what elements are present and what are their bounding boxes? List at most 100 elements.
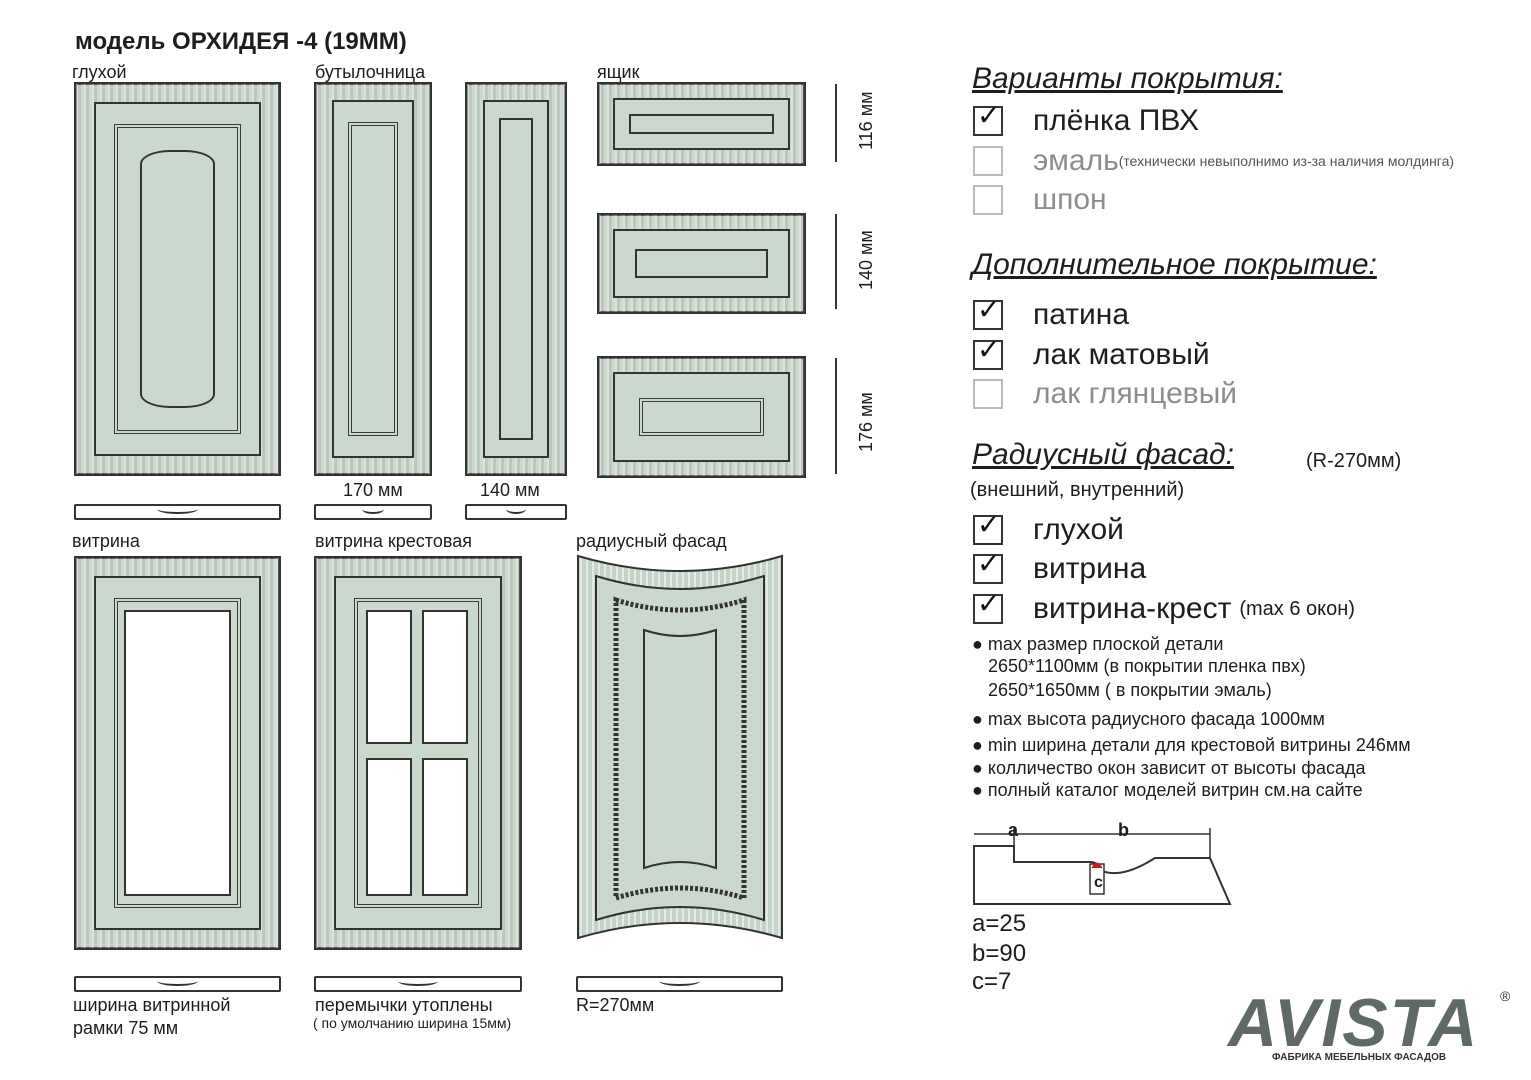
- coating-shpon-label: шпон: [1033, 183, 1107, 216]
- radius-option-krest[interactable]: ✓ витрина-крест (max 6 окон): [973, 590, 1355, 626]
- check-icon: ✓: [977, 100, 1001, 131]
- label-vitrina: витрина: [72, 531, 140, 551]
- profile-c-label: c: [1094, 874, 1103, 891]
- note-text: min ширина детали для крестовой витрины …: [987, 735, 1411, 755]
- dim-line-176: [835, 358, 837, 474]
- label-radius: радиусный фасад: [576, 531, 727, 551]
- profile-radius: [576, 976, 783, 992]
- extra-heading: Дополнительное покрытие:: [972, 248, 1377, 281]
- door-krest-glass-4: [422, 758, 468, 896]
- door-krest-glass-3: [366, 758, 412, 896]
- krest-note-1: перемычки утоплены: [315, 995, 493, 1015]
- brand-logo: AVISTA: [1228, 985, 1480, 1061]
- check-icon: ✓: [977, 334, 1001, 365]
- drawer-176-molding: [639, 398, 764, 436]
- radius-heading: Радиусный фасад:: [972, 438, 1234, 471]
- note-windows: ● колличество окон зависит от высоты фас…: [972, 758, 1366, 778]
- drawer-116-center: [629, 114, 774, 134]
- krest-note-2: ( по умолчанию ширина 15мм): [313, 1015, 512, 1031]
- brand-reg: ®: [1500, 988, 1511, 1004]
- drawer-140: [597, 213, 806, 314]
- coating-pvh-label: плёнка ПВХ: [1033, 104, 1200, 137]
- height-176: 176 мм: [856, 392, 876, 452]
- door-radius: [577, 554, 783, 940]
- note-text: полный каталог моделей витрин см.на сайт…: [987, 780, 1363, 800]
- radius-heading-note: (R-270мм): [1306, 450, 1402, 472]
- coating-shpon-checkbox[interactable]: [973, 185, 1003, 215]
- door-krest-frame: [334, 576, 502, 930]
- extra-option-patina[interactable]: ✓ патина: [973, 296, 1130, 332]
- coating-emal-label: эмаль: [1033, 144, 1119, 177]
- radius-option-gluhoy[interactable]: ✓ глухой: [973, 511, 1124, 547]
- door-butyl-140-center: [499, 118, 533, 440]
- note-size-emal: 2650*1650мм ( в покрытии эмаль): [988, 680, 1272, 700]
- height-116: 116 мм: [856, 91, 876, 150]
- dim-line-116: [835, 84, 837, 162]
- label-gluhoy: глухой: [72, 62, 127, 82]
- coating-option-emal[interactable]: эмаль (технически невыполнимо из-за нали…: [973, 144, 1454, 178]
- door-vitrina-glass: [124, 610, 231, 896]
- label-vitrina-krest: витрина крестовая: [315, 531, 472, 551]
- door-butyl-170: [314, 82, 432, 476]
- door-krest-glass-1: [366, 610, 412, 744]
- profile-c-value: c=7: [972, 968, 1012, 995]
- note-text: колличество окон зависит от высоты фасад…: [987, 758, 1366, 778]
- drawer-140-center: [635, 249, 768, 278]
- radius-sub: (внешний, внутренний): [970, 479, 1185, 501]
- door-butyl-140: [465, 82, 567, 476]
- extra-mat-label: лак матовый: [1033, 338, 1210, 371]
- coating-option-pvh[interactable]: ✓ плёнка ПВХ: [973, 102, 1200, 138]
- vitrina-note-2: рамки 75 мм: [73, 1018, 179, 1038]
- radius-vitrina-checkbox[interactable]: ✓: [973, 550, 1003, 584]
- profile-a-label: a: [1008, 820, 1019, 840]
- extra-gloss-label: лак глянцевый: [1033, 377, 1238, 410]
- radius-vitrina-label: витрина: [1033, 552, 1147, 585]
- extra-mat-checkbox[interactable]: ✓: [973, 336, 1003, 370]
- door-krest-glass-2: [422, 610, 468, 744]
- vitrina-note-1: ширина витринной: [73, 995, 231, 1015]
- profile-diagram: [973, 828, 1232, 905]
- note-text: max размер плоской детали: [987, 634, 1224, 654]
- note-catalog: ● полный каталог моделей витрин см.на са…: [972, 780, 1363, 800]
- door-butyl-170-molding: [348, 122, 398, 436]
- drawer-116: [597, 82, 806, 166]
- coating-option-shpon[interactable]: шпон: [973, 183, 1107, 217]
- extra-patina-checkbox[interactable]: ✓: [973, 296, 1003, 330]
- extra-option-gloss[interactable]: лак глянцевый: [973, 377, 1237, 411]
- coating-emal-checkbox[interactable]: [973, 146, 1003, 176]
- coating-heading: Варианты покрытия:: [972, 62, 1283, 95]
- width-170: 170 мм: [343, 480, 403, 500]
- door-gluhoy-molding: [114, 124, 241, 434]
- door-vitrina-molding: [114, 598, 241, 908]
- door-gluhoy: [74, 82, 281, 476]
- extra-option-mat[interactable]: ✓ лак матовый: [973, 336, 1210, 372]
- extra-patina-label: патина: [1033, 298, 1130, 331]
- brand-tagline: ФАБРИКА МЕБЕЛЬНЫХ ФАСАДОВ: [1272, 1052, 1447, 1063]
- note-size-pvh: 2650*1100мм (в покрытии пленка пвх): [988, 656, 1306, 676]
- door-krest-molding: [354, 598, 482, 908]
- radius-option-vitrina[interactable]: ✓ витрина: [973, 550, 1147, 586]
- radius-note: R=270мм: [576, 995, 655, 1015]
- extra-gloss-checkbox[interactable]: [973, 379, 1003, 409]
- radius-gluhoy-label: глухой: [1033, 513, 1124, 546]
- profile-butyl-140: [465, 504, 567, 520]
- label-butylochnitsa: бутылочница: [315, 62, 426, 82]
- check-icon: ✓: [977, 509, 1001, 540]
- width-140: 140 мм: [480, 480, 540, 500]
- radius-gluhoy-checkbox[interactable]: ✓: [973, 511, 1003, 545]
- page-title: модель ОРХИДЕЯ -4 (19ММ): [75, 28, 407, 55]
- coating-emal-note: (технически невыполнимо из-за наличия мо…: [1118, 153, 1455, 169]
- door-butyl-170-frame: [332, 100, 414, 458]
- check-icon: ✓: [977, 294, 1001, 325]
- height-140: 140 мм: [856, 230, 876, 290]
- coating-pvh-checkbox[interactable]: ✓: [973, 102, 1003, 136]
- note-min-width: ● min ширина детали для крестовой витрин…: [972, 735, 1411, 755]
- check-icon: ✓: [977, 548, 1001, 579]
- check-icon: ✓: [977, 588, 1001, 619]
- profile-b-label: b: [1118, 820, 1129, 840]
- profile-a-value: a=25: [972, 910, 1027, 937]
- drawer-176: [597, 356, 806, 478]
- radius-krest-checkbox[interactable]: ✓: [973, 590, 1003, 624]
- radius-krest-note: (max 6 окон): [1239, 597, 1355, 620]
- profile-vitrina: [74, 976, 281, 992]
